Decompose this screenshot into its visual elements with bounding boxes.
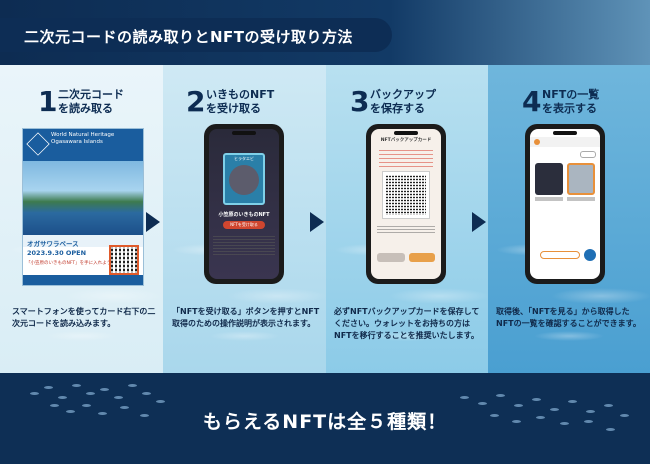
backup-qr-icon xyxy=(382,171,430,219)
list-button[interactable] xyxy=(540,251,580,259)
brochure-open-text: オガサワラベース xyxy=(27,240,79,248)
fish-icon xyxy=(478,402,487,405)
fish-icon xyxy=(120,406,129,409)
nft-card-label: ヒラタエビ xyxy=(234,156,254,161)
fish-icon xyxy=(50,404,59,407)
fish-icon xyxy=(156,400,165,403)
step-title-1b: を読み取る xyxy=(58,102,113,115)
fish-icon xyxy=(490,414,499,417)
phone-screen: ヒラタエビ 小笠原のいきものNFT NFTを受け取る xyxy=(209,129,279,279)
avatar xyxy=(534,139,540,145)
brochure-heading-2: Ogasawara Islands xyxy=(51,139,103,145)
fish-logo-icon xyxy=(26,132,50,156)
fish-icon xyxy=(72,384,81,387)
arrow-right-icon xyxy=(146,212,160,232)
back-button[interactable] xyxy=(377,253,405,262)
title-pill xyxy=(0,18,392,52)
receive-nft-button[interactable]: NFTを受け取る xyxy=(223,221,265,229)
fish-icon xyxy=(66,410,75,413)
brochure-card: World Natural Heritage Ogasawara Islands… xyxy=(22,128,144,286)
fish-icon xyxy=(604,404,613,407)
step-desc-2: 「NFTを受け取る」ボタンを押すとNFT取得のための操作説明が表示されます。 xyxy=(172,307,320,328)
fish-icon xyxy=(140,414,149,417)
phone-screen: NFTバックアップカード xyxy=(371,129,441,279)
step-title-4a: NFTの一覧 xyxy=(542,88,600,101)
filter-button[interactable] xyxy=(580,151,596,158)
fish-icon xyxy=(30,392,39,395)
qr-code-icon[interactable] xyxy=(109,245,139,275)
fish-icon xyxy=(44,386,53,389)
banner-text: もらえるNFTは全５種類！ xyxy=(202,411,448,433)
fish-icon xyxy=(512,420,521,423)
fish-icon xyxy=(568,400,577,403)
phone-step-4 xyxy=(525,124,605,284)
step-desc-3: 必ずNFTバックアップカードを保存してください。ウォレットをお持ちの方はNFTを… xyxy=(334,307,480,340)
fish-icon xyxy=(58,396,67,399)
step-desc-1: スマートフォンを使ってカード右下の二次元コードを読み込みます。 xyxy=(12,307,156,328)
nft-thumbnail[interactable] xyxy=(567,163,595,195)
step-title-2a: いきものNFT xyxy=(206,88,275,101)
step-title-1a: 二次元コード xyxy=(58,88,124,101)
fish-icon xyxy=(460,396,469,399)
step-number-2: 2 xyxy=(186,85,206,118)
fish-icon xyxy=(606,428,615,431)
step-title-2b: を受け取る xyxy=(206,102,261,115)
fish-icon xyxy=(98,412,107,415)
step-title-3a: バックアップ xyxy=(370,88,436,101)
fish-icon xyxy=(560,422,569,425)
step-title-4b: を表示する xyxy=(542,102,597,115)
backup-card-header: NFTバックアップカード xyxy=(380,138,432,143)
fish-icon xyxy=(514,404,523,407)
brochure-header: World Natural Heritage Ogasawara Islands xyxy=(23,129,143,161)
nft-card: ヒラタエビ xyxy=(223,153,265,205)
fish-icon xyxy=(82,404,91,407)
fish-icon xyxy=(496,394,505,397)
fab-button[interactable] xyxy=(584,249,596,261)
phone-screen xyxy=(530,129,600,279)
fish-icon xyxy=(86,392,95,395)
step-title-3b: を保存する xyxy=(370,102,425,115)
next-button[interactable] xyxy=(409,253,435,262)
step-column-3 xyxy=(326,65,488,373)
brochure-date: 2023.9.30 OPEN xyxy=(27,249,87,257)
phone-step-2: ヒラタエビ 小笠原のいきものNFT NFTを受け取る xyxy=(204,124,284,284)
nft-caption: 小笠原のいきものNFT xyxy=(218,212,270,218)
fish-icon xyxy=(128,384,137,387)
fish-icon xyxy=(114,396,123,399)
arrow-right-icon xyxy=(472,212,486,232)
brochure-caption: 「小笠原のいきものNFT」を手に入れよう xyxy=(26,261,112,266)
island-photo xyxy=(23,161,143,235)
fish-icon xyxy=(620,414,629,417)
page-title: 二次元コードの読み取りとNFTの受け取り方法 xyxy=(24,28,354,46)
nft-thumbnail[interactable] xyxy=(535,163,563,195)
step-desc-4: 取得後、「NFTを見る」から取得したNFTの一覧を確認することができます。 xyxy=(496,307,641,328)
fish-icon xyxy=(100,388,109,391)
fish-icon xyxy=(536,416,545,419)
step-number-4: 4 xyxy=(522,85,542,118)
fish-icon xyxy=(586,410,595,413)
brochure-heading-1: World Natural Heritage xyxy=(51,132,115,138)
fish-icon xyxy=(550,408,559,411)
arrow-right-icon xyxy=(310,212,324,232)
fish-icon xyxy=(532,398,541,401)
fish-icon xyxy=(142,392,151,395)
step-column-4 xyxy=(488,65,650,373)
phone-step-3: NFTバックアップカード xyxy=(366,124,446,284)
step-number-3: 3 xyxy=(350,85,370,118)
step-number-1: 1 xyxy=(38,85,58,118)
fish-icon xyxy=(584,420,593,423)
